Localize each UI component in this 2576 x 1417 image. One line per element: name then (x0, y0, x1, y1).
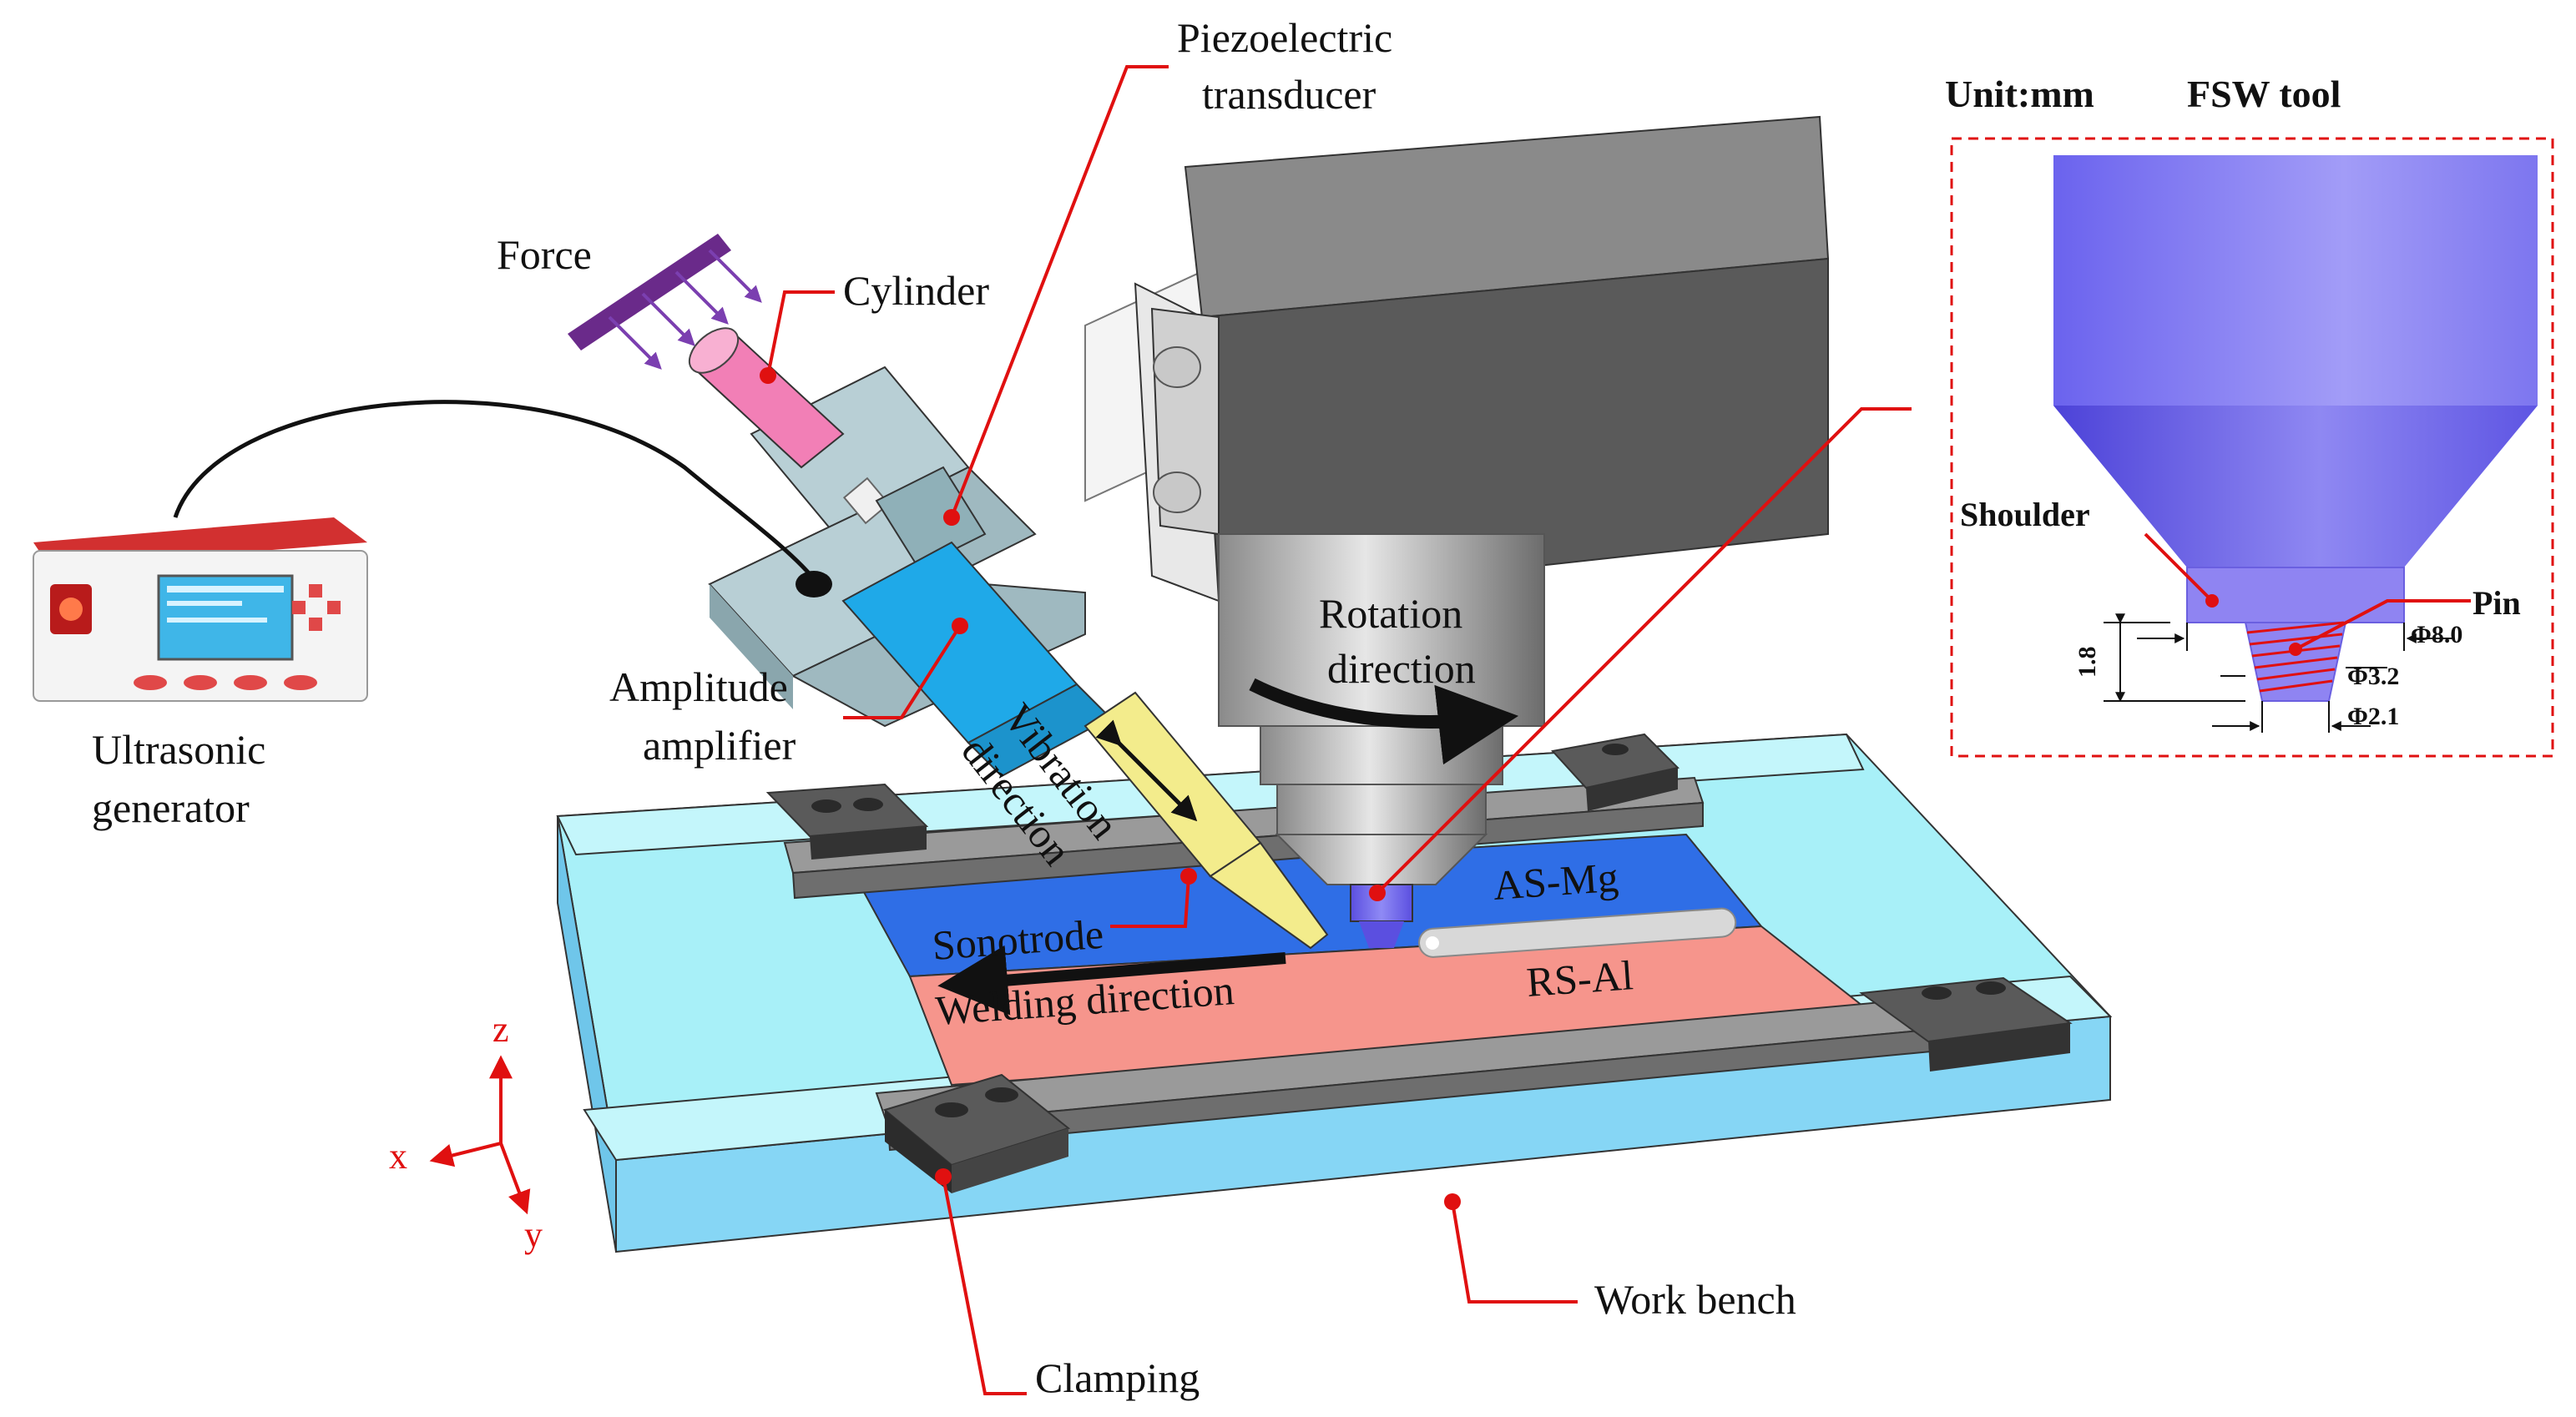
label-clamping: Clamping (1035, 1354, 1200, 1401)
leader-work-bench (1444, 1193, 1578, 1304)
label-ultrasonic-2: generator (92, 784, 250, 831)
label-rotation-2: direction (1327, 645, 1476, 692)
leader-piezo (943, 65, 1169, 526)
fsw-tool (1350, 884, 1413, 948)
label-rotation-1: Rotation (1319, 590, 1462, 637)
cylinder (688, 327, 891, 525)
vibration-arrow (1095, 719, 1198, 822)
leader-clamping (935, 1168, 1027, 1395)
welding-direction-arrow (937, 945, 1286, 1016)
rotation-arrow (1249, 678, 1519, 765)
force-indicator (568, 234, 762, 370)
label-rs-al: RS-Al (1525, 951, 1634, 1006)
inset-dim-shoulder-dia: Φ8.0 (2411, 621, 2462, 648)
axis-y-label: y (524, 1214, 543, 1255)
label-piezo-1: Piezoelectric (1177, 14, 1392, 61)
clamp-block-front-right (1859, 976, 2073, 1072)
label-amplitude-1: Amplitude (609, 663, 788, 710)
axis-triad (429, 1055, 531, 1215)
leader-amplitude (843, 618, 968, 719)
leader-cylinder (760, 290, 835, 384)
inset-pin-label: Pin (2472, 584, 2521, 622)
weld-seam (1418, 907, 1737, 958)
label-ultrasonic-1: Ultrasonic (92, 726, 265, 773)
label-piezo-2: transducer (1202, 71, 1376, 118)
generator-cable (173, 400, 832, 598)
leader-tool-inset (1369, 407, 1912, 901)
inset-dim-pin-length: 1.8 (2073, 647, 2101, 678)
inset-shoulder-label: Shoulder (1960, 496, 2090, 533)
axis-z-label: z (492, 1009, 509, 1050)
fsw-tool-inset (1950, 137, 2554, 758)
inset-unit: Unit:mm (1945, 73, 2094, 115)
label-cylinder: Cylinder (843, 267, 989, 314)
clamp-block-back-left (765, 783, 929, 860)
label-amplitude-2: amplifier (643, 722, 796, 769)
inset-dim-pin-top: Φ3.2 (2347, 663, 2399, 690)
label-work-bench: Work bench (1594, 1276, 1796, 1323)
label-force: Force (497, 231, 592, 278)
axis-x-label: x (389, 1136, 407, 1177)
label-as-mg: AS-Mg (1492, 854, 1620, 909)
inset-title: FSW tool (2187, 73, 2341, 115)
clamp-block-back-right (1551, 733, 1680, 811)
spindle-head (1084, 115, 1830, 603)
inset-dim-pin-bottom: Φ2.1 (2347, 703, 2399, 730)
clamp-block-front-left (882, 1073, 1071, 1193)
ultrasonic-generator (33, 517, 368, 702)
piezoelectric-transducer (875, 466, 987, 569)
leader-sonotrode (1110, 868, 1197, 928)
